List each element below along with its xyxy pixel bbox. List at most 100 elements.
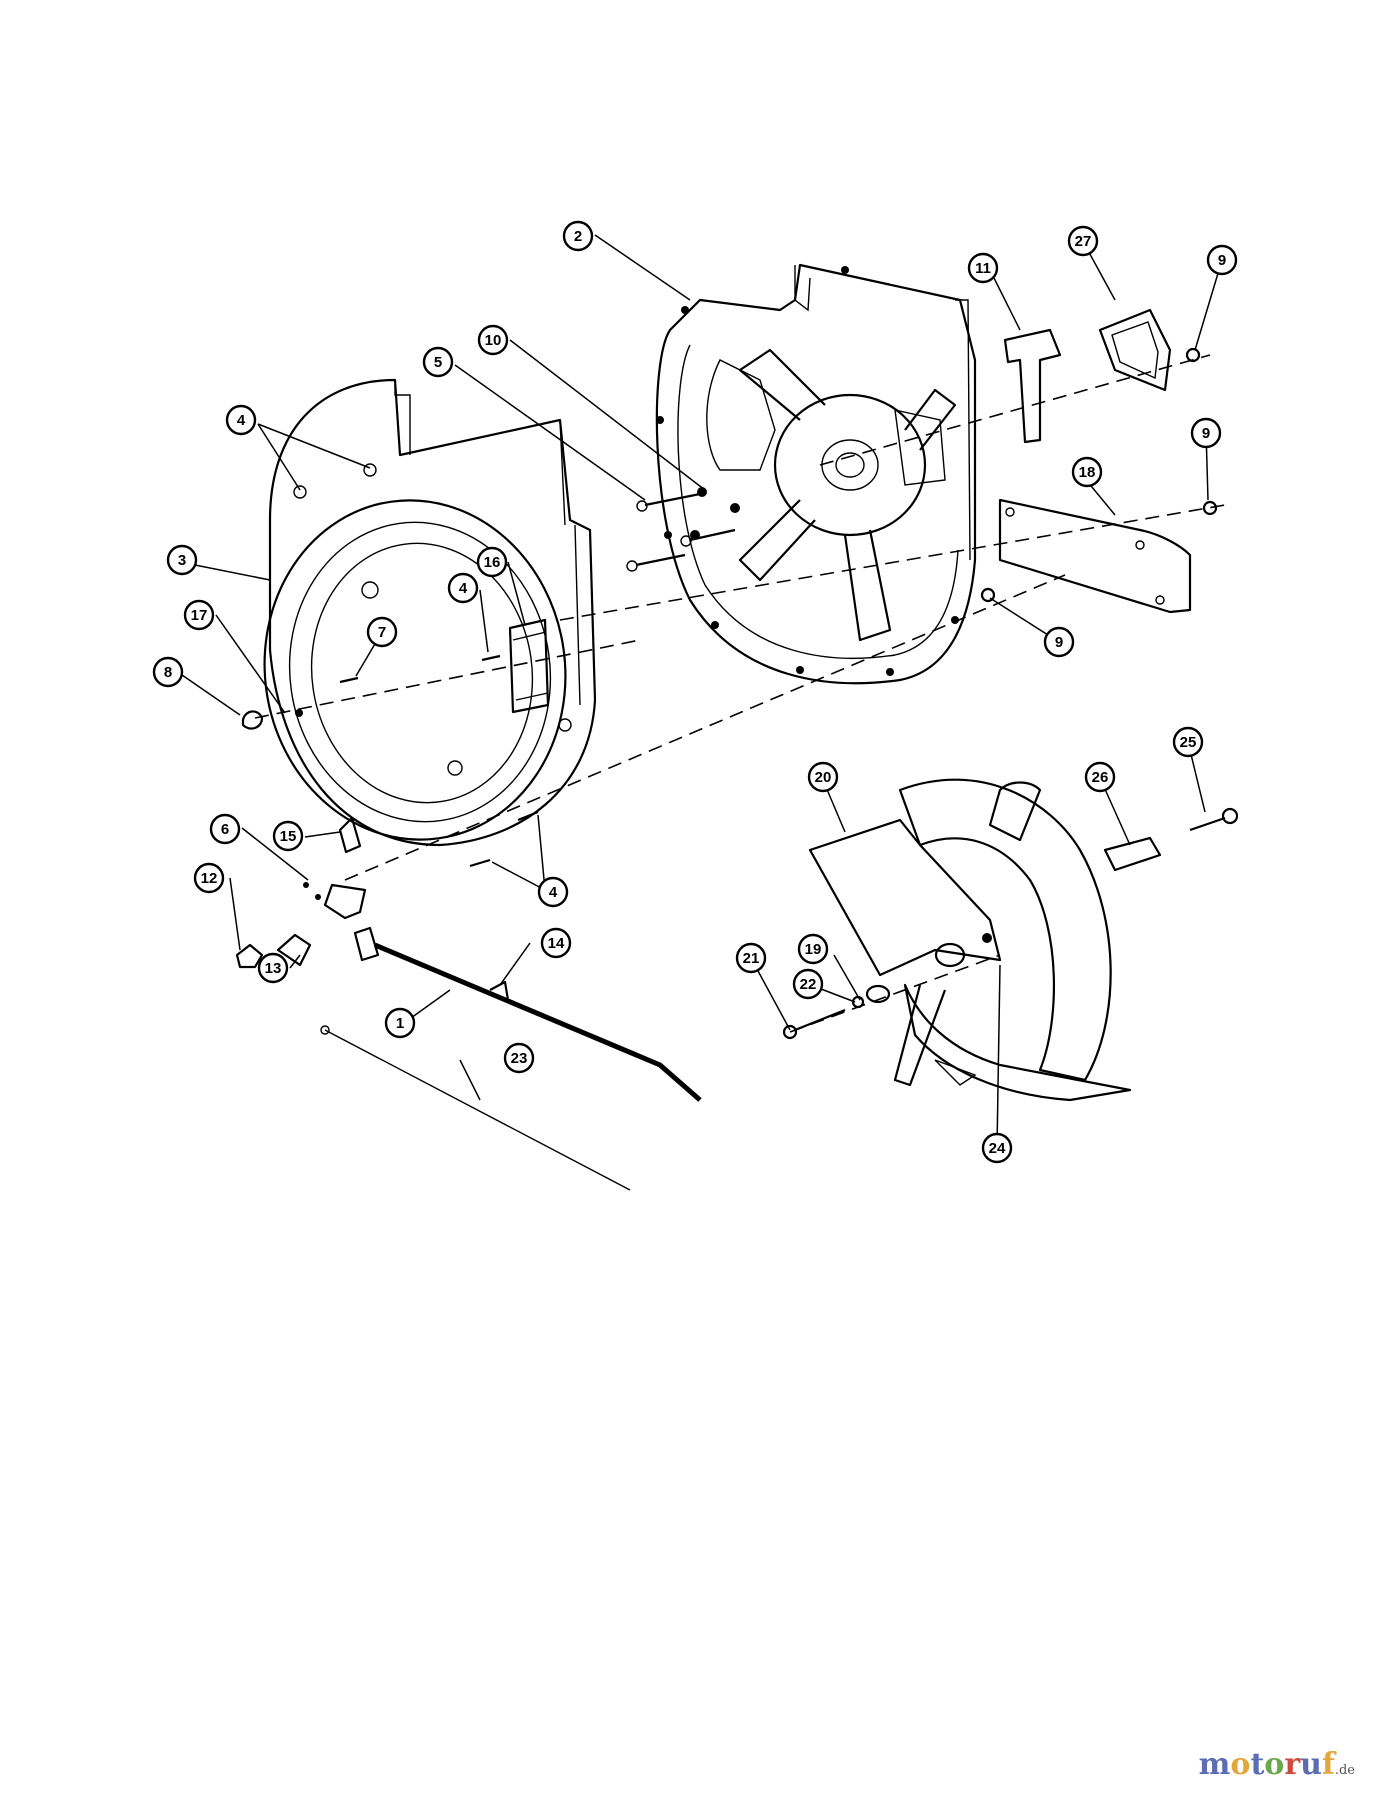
callout-label: 18 [1079, 464, 1096, 481]
callout-label: 17 [191, 607, 208, 624]
callout-5: 5 [422, 346, 454, 378]
callout-label: 6 [221, 821, 229, 838]
callout-27: 27 [1067, 225, 1099, 257]
callout-label: 3 [178, 552, 186, 569]
callout-4: 4 [225, 404, 257, 436]
callout-label: 1 [396, 1015, 404, 1032]
auger-housing-frame [655, 263, 977, 685]
callout-23: 23 [503, 1042, 535, 1074]
callout-16: 16 [476, 546, 508, 578]
bolt [794, 1008, 846, 1032]
callout-4: 4 [447, 572, 479, 604]
watermark-logo: motoruf.de [1199, 1747, 1355, 1782]
callout-label: 24 [989, 1140, 1006, 1157]
logo-letter: u [1300, 1747, 1322, 1782]
small-parts [235, 709, 367, 969]
screw-head [1221, 807, 1239, 825]
callout-18: 18 [1071, 456, 1103, 488]
logo-letter: m [1198, 1747, 1231, 1782]
callout-24: 24 [981, 1132, 1013, 1164]
control-cable [320, 1025, 330, 1035]
callout-21: 21 [735, 942, 767, 974]
bolts-group [626, 487, 740, 572]
callout-label: 4 [459, 580, 468, 597]
callout-label: 22 [800, 976, 817, 993]
callout-9: 9 [1043, 626, 1075, 658]
assembly-axis [819, 354, 1211, 466]
callout-label: 12 [201, 870, 218, 887]
callout-label: 20 [815, 769, 832, 786]
nut [1185, 347, 1201, 363]
callout-10: 10 [477, 324, 509, 356]
logo-letter: o [1264, 1747, 1285, 1782]
callout-4: 4 [537, 876, 569, 908]
callout-4: 4 [549, 884, 558, 901]
callout-label: 19 [805, 941, 822, 958]
callout-19: 19 [797, 933, 829, 965]
mounting-bracket [508, 618, 550, 714]
callout-9: 9 [1206, 244, 1238, 276]
callout-label: 26 [1092, 769, 1109, 786]
callout-14: 14 [540, 927, 572, 959]
callout-12: 12 [193, 862, 225, 894]
callout-label: 2 [574, 228, 582, 245]
callout-25: 25 [1172, 726, 1204, 758]
shaft-bracket [1003, 328, 1062, 444]
callout-label: 23 [511, 1050, 528, 1067]
bolt-head [782, 1024, 798, 1040]
callout-17: 17 [183, 599, 215, 631]
callout-label: 9 [1055, 634, 1063, 651]
callout-7: 7 [366, 616, 398, 648]
bolt [469, 858, 491, 868]
callout-label: 8 [164, 664, 172, 681]
logo-letter: f [1321, 1747, 1335, 1782]
callout-8: 8 [152, 656, 184, 688]
callout-15: 15 [272, 820, 304, 852]
screw [1189, 816, 1226, 832]
control-cable [324, 1029, 631, 1191]
mounting-plate [998, 498, 1192, 614]
callout-26: 26 [1084, 761, 1116, 793]
callout-label: 9 [1202, 425, 1210, 442]
screw [339, 676, 359, 684]
leader-lines [181, 234, 1223, 1149]
callout-label: 21 [743, 950, 760, 967]
assembly-axis [559, 504, 1226, 621]
blower-housing [263, 378, 597, 847]
impeller [808, 778, 1132, 1102]
callout-label: 7 [378, 624, 386, 641]
assembly-axis [344, 574, 1066, 881]
callout-label: 4 [549, 884, 558, 901]
bolt [481, 654, 501, 662]
shave-plate [1103, 836, 1162, 872]
logo-tld: .de [1334, 1763, 1355, 1778]
callout-11: 11 [967, 252, 999, 284]
callout-label: 4 [237, 412, 246, 429]
callout-label: 10 [485, 332, 502, 349]
callout-6: 6 [209, 813, 241, 845]
nut [980, 587, 996, 603]
callout-label: 11 [975, 260, 991, 277]
callout-label: 9 [1218, 252, 1226, 269]
callout-20: 20 [807, 761, 839, 793]
callout-3: 3 [166, 544, 198, 576]
callout-13: 13 [257, 952, 289, 984]
callout-1: 1 [384, 1007, 416, 1039]
washer [865, 984, 891, 1004]
logo-letter: t [1250, 1747, 1265, 1782]
callout-label: 14 [548, 935, 565, 952]
callout-label: 25 [1180, 734, 1197, 751]
callout-2: 2 [562, 220, 594, 252]
gasket [1098, 308, 1172, 392]
nut [1202, 500, 1218, 516]
callout-label: 27 [1075, 233, 1092, 250]
logo-letter: o [1230, 1747, 1251, 1782]
callout-22: 22 [792, 968, 824, 1000]
callout-label: 13 [265, 960, 282, 977]
cable-harness [353, 926, 702, 1102]
callout-label: 15 [280, 828, 297, 845]
logo-letter: r [1284, 1747, 1301, 1782]
assembly-axis [789, 954, 1001, 1033]
logo-letters: motoruf [1199, 1747, 1335, 1782]
